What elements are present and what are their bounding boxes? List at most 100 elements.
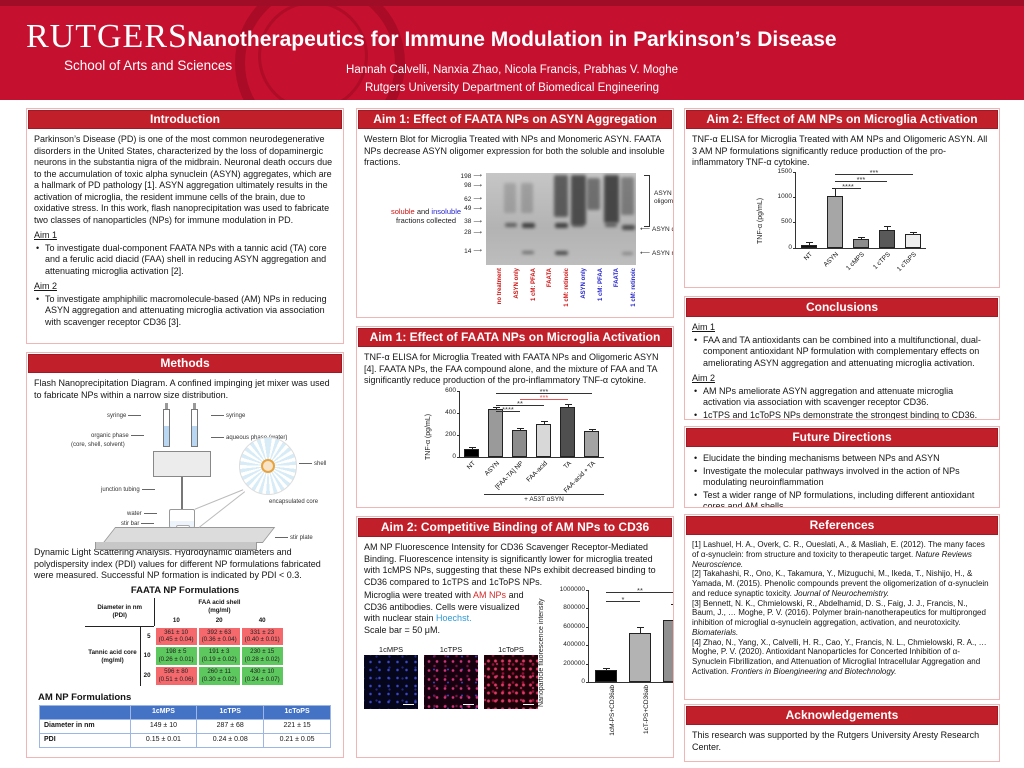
lane-label: 1 cM: retinoic: [630, 267, 637, 307]
am-col-header: 1cTPS: [196, 705, 265, 721]
am-formulations-table: 1cMPS 1cTPS 1cToPS Diameter in nm 149 ± …: [39, 705, 331, 749]
reference-text: [4] Zhao, N., Yang, X., Calvelli, H. R.,…: [692, 637, 987, 676]
significance-line: **: [605, 586, 673, 603]
mw-marker: 98⟶: [464, 182, 482, 190]
introduction-header: Introduction: [28, 110, 342, 129]
logo-wordmark: RUTGERS: [26, 18, 188, 55]
asyn-dimer-label: ASYN dimer: [652, 225, 673, 233]
am-row-label: Diameter in nm: [39, 719, 131, 735]
bar-TA: [560, 406, 576, 457]
section-future-directions: Future Directions Elucidate the binding …: [684, 426, 1000, 508]
table-header-row: 1cMPS 1cTPS 1cToPS: [39, 705, 331, 721]
western-blot-figure: soluble and insoluble fractions collecte…: [391, 172, 673, 317]
rutgers-seal-watermark-inner: [258, 6, 368, 100]
reference-entry: [2] Takahashi, R., Ono, K., Takamura, Y.…: [692, 569, 992, 598]
aim1-microglia-header: Aim 1: Effect of FAATA NPs on Microglia …: [358, 328, 672, 347]
reference-journal: Biomaterials.: [692, 627, 739, 637]
blot-band: [587, 177, 600, 210]
right-arrow-icon: ⟶: [473, 247, 482, 254]
note-and: and: [414, 206, 432, 216]
y-tick-mark: [792, 196, 796, 198]
hoechst-highlight: Hoechst.: [436, 613, 472, 624]
y-tick-mark: [456, 412, 460, 414]
diagram-label-syringe-right: syringe: [211, 413, 245, 421]
methods-paragraph-1: Flash Nanoprecipitation Diagram. A confi…: [34, 378, 330, 400]
diagram-label-syringe-left: syringe: [107, 413, 141, 421]
reference-text: [3] Bennett, N. K., Chmielowski, R., Abd…: [692, 598, 986, 628]
am-col-header: 1cToPS: [263, 705, 331, 721]
microscopy-label-1ctps: 1cTPS: [439, 644, 463, 654]
mw-marker: 198⟶: [460, 173, 482, 181]
section-aim1-microglia-activation: Aim 1: Effect of FAATA NPs on Microglia …: [356, 326, 674, 508]
error-bar: [808, 243, 810, 245]
faata-cell: 596 ± 80 (0.51 ± 0.06): [153, 665, 199, 688]
section-aim1-asyn-aggregation: Aim 1: Effect of FAATA NPs on ASYN Aggre…: [356, 108, 674, 318]
logo-subtitle: School of Arts and Sciences: [64, 58, 233, 73]
am-col-header: [39, 705, 131, 721]
blot-band: [522, 222, 535, 228]
right-arrow-icon: ⟶: [473, 173, 482, 180]
faata-cell: 430 ± 10 (0.24 ± 0.07): [239, 665, 285, 688]
diagram-label-junction-tubing: junction tubing: [101, 487, 155, 495]
error-bar-cap: [492, 406, 500, 408]
jet-mixer-box: [153, 451, 211, 478]
error-bar-cap: [516, 428, 524, 430]
y-axis-label: TNF-α (pg/mL): [425, 413, 433, 460]
section-introduction: Introduction Parkinson’s Disease (PD) is…: [26, 108, 344, 344]
diagram-label-water: water: [127, 511, 157, 519]
bar-1cM-PS+CD36ab: [594, 670, 617, 683]
aim2-microglia-header: Aim 2: Effect of AM NPs on Microglia Act…: [686, 110, 998, 129]
faata-row-label: 5: [140, 626, 156, 647]
error-bar: [834, 188, 836, 197]
treatment-note-part: and CD36 antibodies. Cells were visualiz…: [364, 590, 524, 624]
faata-table-title: FAATA NP Formulations: [130, 584, 240, 596]
diagram-label-shell: shell: [299, 461, 326, 469]
y-tick-mark: [585, 682, 589, 684]
faata-col-header: 10: [154, 615, 198, 628]
lane-label: FAATA: [614, 267, 621, 287]
bar-[FAA-TA] NP: [512, 430, 528, 457]
error-bar: [886, 226, 888, 230]
y-tick-label: 600: [445, 386, 456, 394]
fractions-note: soluble and insoluble fractions collecte…: [370, 207, 482, 226]
y-tick-label: 400000: [563, 641, 585, 649]
y-tick-mark: [456, 390, 460, 392]
rutgers-logo: RUTGERS School of Arts and Sciences: [26, 18, 232, 73]
section-conclusions: Conclusions Aim 1 FAA and TA antioxidant…: [684, 296, 1000, 420]
am-table-title: AM NP Formulations: [38, 692, 132, 704]
junction-tube: [181, 477, 183, 511]
right-arrow-icon: ⟶: [473, 229, 482, 236]
intro-aim1-label: Aim 1: [34, 230, 58, 241]
blot-band: [622, 224, 635, 230]
y-tick-label: 400: [445, 408, 456, 416]
methods-header: Methods: [28, 354, 342, 373]
section-aim2-microglia-activation: Aim 2: Effect of AM NPs on Microglia Act…: [684, 108, 1000, 288]
oligomer-bracket: [644, 174, 650, 227]
conclusions-aim2-bullet-1: AM NPs ameliorate ASYN aggregation and a…: [692, 386, 992, 409]
treatment-note: Microglia were treated with AM NPs and C…: [364, 590, 538, 637]
reference-text: [1] Lashuel, H. A., Overk, C. R., Ouesla…: [692, 540, 985, 559]
microscopy-image-1ctps: [424, 655, 478, 710]
nanoparticle-core: [261, 459, 275, 474]
future-bullet-2: Investigate the molecular pathways invol…: [692, 466, 992, 489]
category-label: 1cM-PS+CD36ab: [608, 685, 616, 736]
microscopy-images: 1cMPS 1cTPS 1cToPS: [364, 645, 538, 710]
y-axis-label: Nanoparticle fluorescence intensity: [538, 598, 545, 707]
blot-band: [605, 222, 617, 227]
faata-cell: 260 ± 11 (0.30 ± 0.02): [196, 665, 242, 688]
right-arrow-icon: ⟶: [473, 182, 482, 189]
am-cell: 0.15 ± 0.01: [129, 733, 198, 749]
significance-line: ****: [495, 405, 520, 422]
soluble-label: soluble: [390, 206, 415, 216]
faata-row-label: 10: [140, 646, 156, 667]
bar-NT: [464, 448, 480, 457]
error-bar: [519, 429, 521, 431]
group-label: + A53T αSYN: [483, 493, 604, 504]
mw-marker: 14⟶: [464, 247, 482, 255]
blot-band: [554, 174, 568, 217]
left-arrow-icon: ⟵: [640, 225, 651, 233]
blot-band: [571, 174, 586, 225]
